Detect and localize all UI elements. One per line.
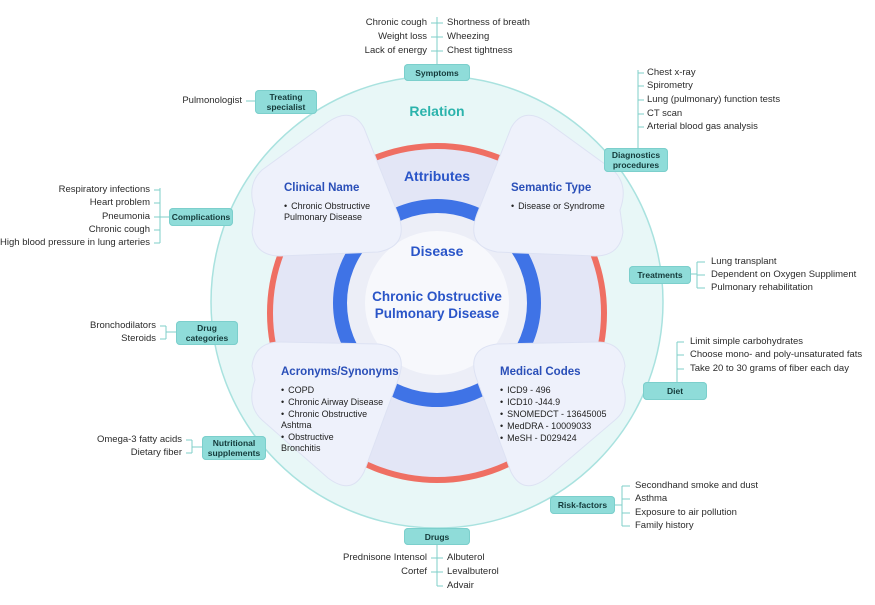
diet-item: Choose mono- and poly-unsaturated fats [690, 349, 863, 360]
disease-name-line1: Chronic Obstructive [372, 289, 502, 304]
complication-item: Chronic cough [88, 224, 150, 235]
diagnostics-item: Lung (pulmonary) function tests [647, 94, 781, 105]
risk-factor-item: Family history [635, 520, 694, 531]
medical-code-item: ICD10 -J44.9 [500, 397, 560, 408]
acronym-item: Chronic Airway Disease [281, 397, 383, 408]
treatment-item: Pulmonary rehabilitation [711, 282, 813, 293]
medical-code-item: MedDRA - 10009033 [500, 421, 591, 432]
semantic-type-value: Disease or Syndrome [511, 201, 605, 212]
risk-factor-item: Exposure to air pollution [635, 507, 737, 518]
risk-factor-item: Secondhand smoke and dust [635, 480, 759, 491]
diagnostics-item: Spirometry [647, 80, 693, 91]
acronym-item: COPD [281, 385, 314, 396]
medical-codes-title: Medical Codes [500, 366, 581, 378]
semantic-type-title: Semantic Type [511, 182, 592, 194]
diagnostics-item: Arterial blood gas analysis [647, 121, 758, 132]
medical-code-item: SNOMEDCT - 13645005 [500, 409, 606, 420]
treatment-item: Dependent on Oxygen Suppliment [711, 269, 857, 280]
drug-item: Advair [447, 580, 474, 591]
diagnostics-tag: Diagnostics procedures [604, 148, 668, 172]
specialist-item: Pulmonologist [182, 95, 242, 106]
drug-category-item: Steroids [121, 333, 156, 344]
acronyms-title: Acronyms/Synonyms [281, 366, 399, 378]
drug-item: Albuterol [447, 552, 485, 563]
symptom-item: Wheezing [447, 31, 490, 42]
drug-category-item: Bronchodilators [89, 320, 156, 331]
symptoms-tag: Symptoms [404, 64, 470, 81]
supplement-item: Dietary fiber [130, 447, 182, 458]
diagnostics-item: Chest x-ray [647, 67, 696, 78]
complication-item: Respiratory infections [58, 184, 150, 195]
relation-heading: Relation [409, 103, 465, 119]
disease-name-line2: Pulmonary Disease [374, 306, 500, 321]
clinical-name-value: Chronic Obstructive Pulmonary Disease [284, 201, 394, 223]
symptom-item: Chronic cough [365, 17, 427, 28]
symptom-item: Chest tightness [447, 45, 513, 56]
medical-code-item: MeSH - D029424 [500, 433, 577, 444]
complication-item: Pneumonia [101, 211, 150, 222]
attributes-heading: Attributes [403, 168, 471, 184]
complication-item: Heart problem [89, 197, 150, 208]
risk-factors-tag: Risk-factors [550, 496, 615, 514]
complication-item: High blood pressure in lung arteries [0, 237, 150, 248]
blue-disease-ring [333, 199, 541, 407]
disease-heading: Disease [410, 243, 464, 259]
complications-tag: Complications [169, 208, 233, 226]
drug-item: Cortef [401, 566, 427, 577]
symptom-item: Shortness of breath [447, 17, 530, 28]
drugs-tag: Drugs [404, 528, 470, 545]
diet-item: Take 20 to 30 grams of fiber each day [690, 363, 849, 374]
supplement-item: Omega-3 fatty acids [96, 434, 182, 445]
acronym-item: Obstructive Bronchitis [281, 432, 361, 454]
treating-specialist-tag: Treating specialist [255, 90, 317, 114]
diet-item: Limit simple carbohydrates [690, 336, 803, 347]
drug-categories-tag: Drug categories [176, 321, 238, 345]
diet-tag: Diet [643, 382, 707, 400]
clinical-name-title: Clinical Name [284, 182, 360, 194]
acronym-item: Chronic Obstructive Ashtma [281, 409, 389, 431]
medical-code-item: ICD9 - 496 [500, 385, 551, 396]
symptom-item: Lack of energy [364, 45, 427, 56]
inner-disc [365, 231, 509, 375]
treatments-tag: Treatments [629, 266, 691, 284]
drug-item: Prednisone Intensol [343, 552, 427, 563]
panel-semantic-type [473, 114, 624, 257]
risk-factor-item: Asthma [635, 493, 668, 504]
diagnostics-item: CT scan [647, 108, 683, 119]
drug-item: Levalbuterol [447, 566, 499, 577]
treatment-item: Lung transplant [711, 256, 777, 267]
symptom-item: Weight loss [378, 31, 427, 42]
nutritional-supplements-tag: Nutritional supplements [202, 436, 266, 460]
